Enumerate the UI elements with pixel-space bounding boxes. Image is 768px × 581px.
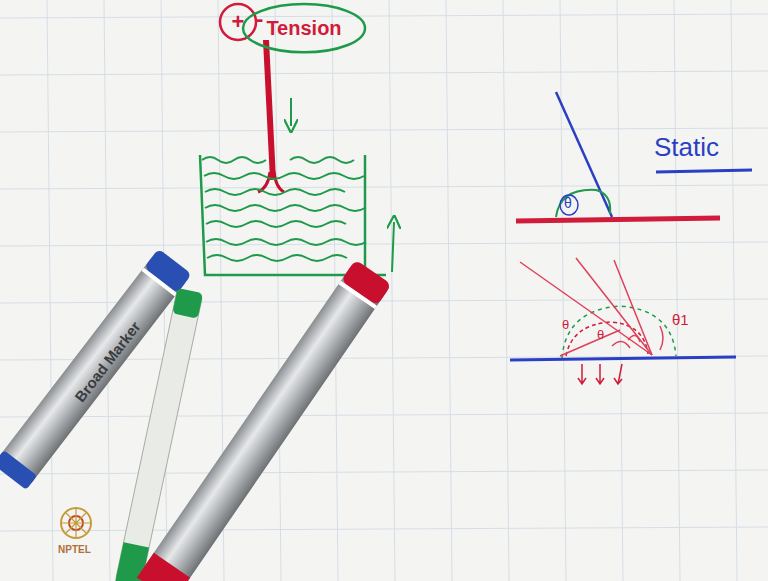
plus-circle: + [218,2,258,42]
container [200,155,386,275]
lift-arrow [392,222,394,272]
surface [510,357,736,360]
liquid-edge [556,92,612,217]
static-label: Static [654,133,719,162]
liquid-waves [202,157,366,261]
red-marker [137,259,392,581]
logo-text: NPTEL [58,544,91,555]
logo [61,508,91,538]
droplet-outline [566,322,648,356]
node-outline [220,4,256,40]
node-text: Tension [266,17,341,40]
angle-label: θ1 [672,312,689,329]
rod [263,40,276,180]
angle-symbol: θ [564,196,572,211]
down-arrows [578,364,622,384]
tangent-lines [520,258,663,356]
angle-symbol: θ [562,318,569,332]
angle-arc [556,190,610,217]
angle-ring [560,195,578,215]
force-arrow [290,98,292,126]
node-outline [243,4,365,52]
surface [516,218,720,221]
underline [656,170,752,172]
angle-symbol: θ [597,328,604,342]
minus-sign: - [256,7,263,31]
